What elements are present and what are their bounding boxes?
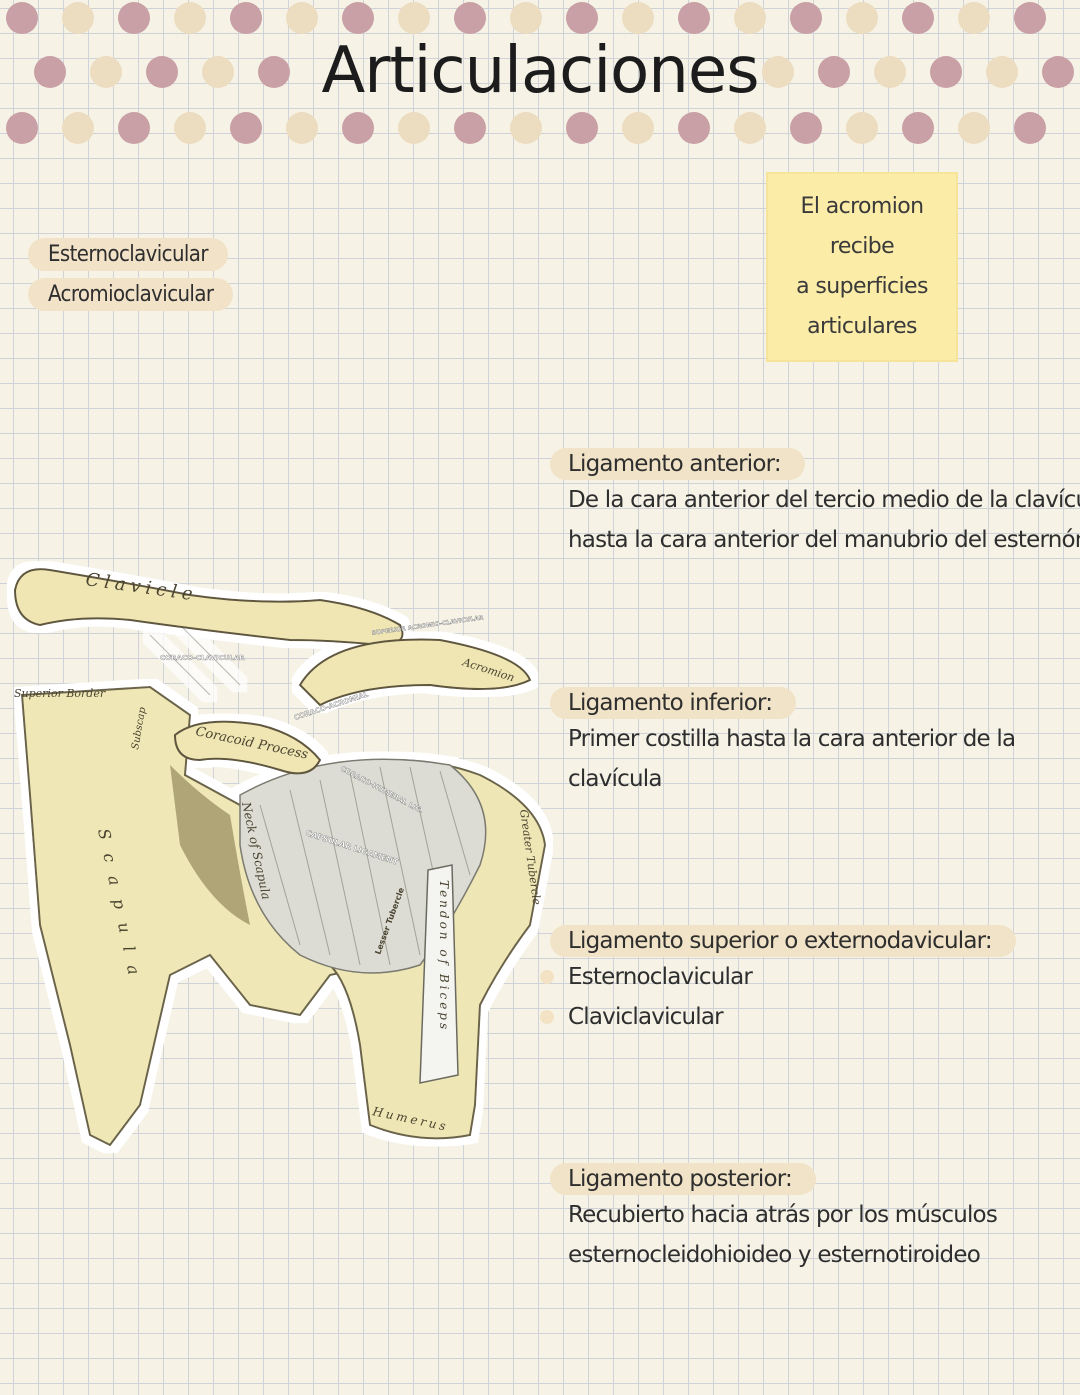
label-coraco-clavicular: CORACO-CLAVICULAR	[160, 654, 245, 662]
decorative-dot	[678, 112, 710, 144]
biceps-tendon	[419, 864, 459, 1084]
decorative-dot	[286, 112, 318, 144]
decorative-dot	[986, 56, 1018, 88]
decorative-dot	[286, 2, 318, 34]
label-tendon-biceps: Tendon of Biceps	[437, 880, 451, 1032]
coracoid-bone	[173, 720, 322, 775]
decorative-dot	[342, 2, 374, 34]
decorative-dot	[874, 56, 906, 88]
decorative-dot	[258, 56, 290, 88]
decorative-dot	[902, 112, 934, 144]
decorative-dot	[174, 2, 206, 34]
ligament-posterior: Ligamento posterior: Recubierto hacia at…	[550, 1163, 998, 1275]
ligament-inferior: Ligamento inferior: Primer costilla hast…	[550, 687, 1016, 799]
decorative-dot	[790, 112, 822, 144]
decorative-dot	[734, 112, 766, 144]
decorative-dot	[398, 112, 430, 144]
decorative-dot	[62, 2, 94, 34]
decorative-dot	[454, 112, 486, 144]
decorative-dot	[846, 112, 878, 144]
decorative-dot	[454, 2, 486, 34]
decorative-dot	[566, 2, 598, 34]
decorative-dot	[846, 2, 878, 34]
decorative-dot	[1042, 56, 1074, 88]
ligament-fibers	[149, 624, 471, 966]
decorative-dot	[510, 112, 542, 144]
decorative-dot	[622, 2, 654, 34]
ligament-bullet: Claviclavicular	[540, 997, 1016, 1037]
page-title: Articulaciones	[321, 34, 759, 108]
decorative-dot	[790, 2, 822, 34]
glenoid-shadow	[170, 765, 250, 925]
ligament-anterior: Ligamento anterior: De la cara anterior …	[550, 448, 1080, 560]
decorative-dot	[146, 56, 178, 88]
note-line: articulares	[807, 314, 917, 339]
decorative-dot	[678, 2, 710, 34]
ligament-text: De la cara anterior del tercio medio de …	[568, 487, 1080, 513]
decorative-dot	[734, 2, 766, 34]
decorative-dot	[62, 112, 94, 144]
label-superior-border: Superior Border	[14, 687, 106, 700]
decorative-dot	[230, 2, 262, 34]
decorative-dot	[510, 2, 542, 34]
bullet-icon	[540, 1010, 554, 1024]
sticky-note-text: El acromion recibe a superficies articul…	[772, 187, 952, 347]
decorative-dot	[958, 112, 990, 144]
decorative-dot	[174, 112, 206, 144]
decorative-dot	[34, 56, 66, 88]
decorative-dot	[6, 2, 38, 34]
decorative-dot	[958, 2, 990, 34]
ligament-text: Recubierto hacia atrás por los músculos	[568, 1202, 998, 1228]
decorative-dot	[622, 112, 654, 144]
decorative-dot	[202, 56, 234, 88]
ligament-text: esternocleidohioideo y esternotiroideo	[568, 1242, 981, 1268]
clavicle-bone	[13, 568, 404, 647]
decorative-dot	[118, 112, 150, 144]
bullet-icon	[540, 970, 554, 984]
ligament-heading: Ligamento posterior:	[550, 1163, 816, 1195]
decorative-dot	[6, 112, 38, 144]
note-line: a superficies	[796, 274, 928, 299]
decorative-dot	[342, 112, 374, 144]
decorative-dot	[118, 2, 150, 34]
ligament-heading: Ligamento anterior:	[550, 448, 805, 480]
decorative-dot	[398, 2, 430, 34]
decorative-dot	[762, 56, 794, 88]
joint-type-acromioclavicular: Acromioclavicular	[28, 278, 234, 311]
header-dot-pattern	[6, 2, 1074, 144]
ligament-text: clavícula	[568, 766, 662, 792]
decorative-dot	[230, 112, 262, 144]
ligament-superior: Ligamento superior o externodavicular: E…	[540, 925, 1016, 1037]
ligament-text: hasta la cara anterior del manubrio del …	[568, 527, 1080, 553]
decorative-dot	[566, 112, 598, 144]
decorative-dot	[1014, 112, 1046, 144]
decorative-dot	[930, 56, 962, 88]
decorative-dot	[1014, 2, 1046, 34]
note-line: El acromion recibe	[800, 194, 925, 259]
acromion-bone	[298, 638, 532, 707]
ligament-bullet: Esternoclavicular	[540, 957, 1016, 997]
joint-type-esternoclavicular: Esternoclavicular	[28, 238, 228, 271]
decorative-dot	[818, 56, 850, 88]
decorative-dot	[90, 56, 122, 88]
bullet-text: Esternoclavicular	[568, 964, 753, 990]
sticky-note: El acromion recibe a superficies articul…	[766, 172, 958, 362]
bullet-text: Claviclavicular	[568, 1004, 724, 1030]
ligament-heading: Ligamento inferior:	[550, 687, 797, 719]
ligament-text: Primer costilla hasta la cara anterior d…	[568, 726, 1016, 752]
decorative-dot	[902, 2, 934, 34]
ligament-heading: Ligamento superior o externodavicular:	[550, 925, 1016, 957]
shoulder-joint-illustration: Clavicle Superior Border Scapula Coracoi…	[13, 568, 547, 1147]
